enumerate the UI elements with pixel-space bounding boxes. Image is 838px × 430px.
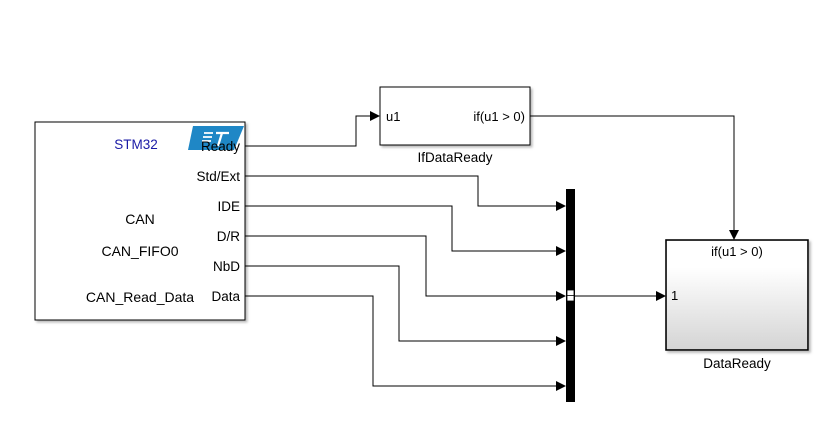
if-block-body[interactable] xyxy=(379,86,531,146)
arrow-mux-in-1 xyxy=(556,201,566,211)
port-label-data: Data xyxy=(211,289,240,304)
arrow-subsystem-action xyxy=(729,230,739,240)
port-label-std-ext: Std/Ext xyxy=(196,169,240,184)
signal-line-std-ext xyxy=(245,175,556,207)
block-protocol-label: CAN xyxy=(125,211,155,227)
port-label-nbd: NbD xyxy=(213,259,240,274)
signal-line-data xyxy=(245,295,556,387)
signal-line-if-output xyxy=(530,115,735,230)
if-block-input-label: u1 xyxy=(386,109,400,124)
subsystem-body[interactable] xyxy=(665,239,809,351)
arrow-mux-in-3 xyxy=(556,291,566,301)
arrow-mux-in-4 xyxy=(556,336,566,346)
arrow-if-input xyxy=(370,111,380,121)
can-read-block-body[interactable] xyxy=(34,121,246,321)
signal-line-nbd xyxy=(245,265,556,342)
signal-lines xyxy=(245,115,735,387)
data-ready-subsystem-block[interactable]: if(u1 > 0) 1 DataReady xyxy=(665,239,809,371)
arrow-subsystem-input xyxy=(656,291,666,301)
if-block-name-label: IfDataReady xyxy=(417,150,492,165)
signal-line-dr xyxy=(245,235,556,297)
port-label-ide: IDE xyxy=(217,199,240,214)
st-logo-icon xyxy=(188,126,244,150)
port-label-dr: D/R xyxy=(217,229,241,244)
arrowheads xyxy=(370,111,739,391)
arrow-mux-in-5 xyxy=(556,381,566,391)
arrow-mux-in-2 xyxy=(556,246,566,256)
signal-line-ready xyxy=(245,115,370,147)
subsystem-input-label: 1 xyxy=(671,288,678,303)
if-block-output-label: if(u1 > 0) xyxy=(473,109,525,124)
block-name-label: CAN_Read_Data xyxy=(86,289,194,305)
if-data-ready-block[interactable]: u1 if(u1 > 0) IfDataReady xyxy=(379,86,531,165)
block-brand-label: STM32 xyxy=(114,137,158,152)
can-read-block[interactable]: STM32 CAN CAN_FIFO0 CAN_Read_Data Ready … xyxy=(34,121,246,321)
subsystem-action-label: if(u1 > 0) xyxy=(711,244,763,259)
subsystem-name-label: DataReady xyxy=(703,356,771,371)
signal-line-ide xyxy=(245,205,556,252)
port-label-ready: Ready xyxy=(201,139,240,154)
block-fifo-label: CAN_FIFO0 xyxy=(101,243,178,259)
